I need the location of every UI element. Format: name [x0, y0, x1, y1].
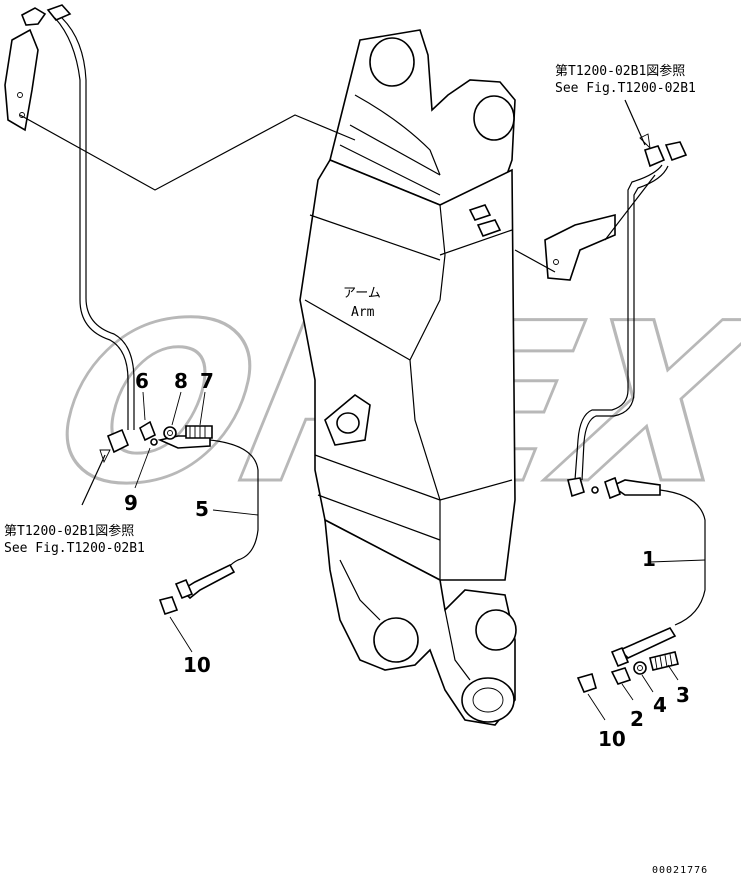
ref-right-jp: 第T1200-02B1図参照: [555, 63, 685, 79]
arm-label-en: Arm: [351, 305, 375, 320]
ref-left-en: See Fig.T1200-02B1: [4, 541, 145, 556]
arm-body: アーム Arm: [299, 29, 517, 726]
ref-right-en: See Fig.T1200-02B1: [555, 81, 696, 96]
part-labels: 6 8 7 9 5 10 1 3 4 2 10: [124, 369, 690, 751]
hose-1-assembly: [576, 476, 706, 721]
label-part-9: 9: [124, 491, 138, 515]
drawing-code: 00021776: [652, 865, 708, 876]
label-part-3: 3: [676, 683, 690, 707]
hose-5-assembly: [134, 391, 259, 653]
reference-notes: 第T1200-02B1図参照 See Fig.T1200-02B1 第T1200…: [4, 63, 696, 556]
right-pipe-assembly: [514, 99, 688, 498]
arm-label-jp: アーム: [343, 286, 381, 301]
ref-left-jp: 第T1200-02B1図参照: [4, 523, 134, 539]
label-part-5: 5: [195, 497, 209, 521]
label-part-7: 7: [200, 369, 214, 393]
label-part-10-left: 10: [183, 653, 211, 677]
left-pipe-assembly: [4, 4, 356, 506]
label-part-8: 8: [174, 369, 188, 393]
label-part-2: 2: [630, 707, 644, 731]
label-part-10-right: 10: [598, 727, 626, 751]
label-part-6: 6: [135, 369, 149, 393]
label-part-4: 4: [653, 693, 667, 717]
label-part-1: 1: [642, 547, 656, 571]
